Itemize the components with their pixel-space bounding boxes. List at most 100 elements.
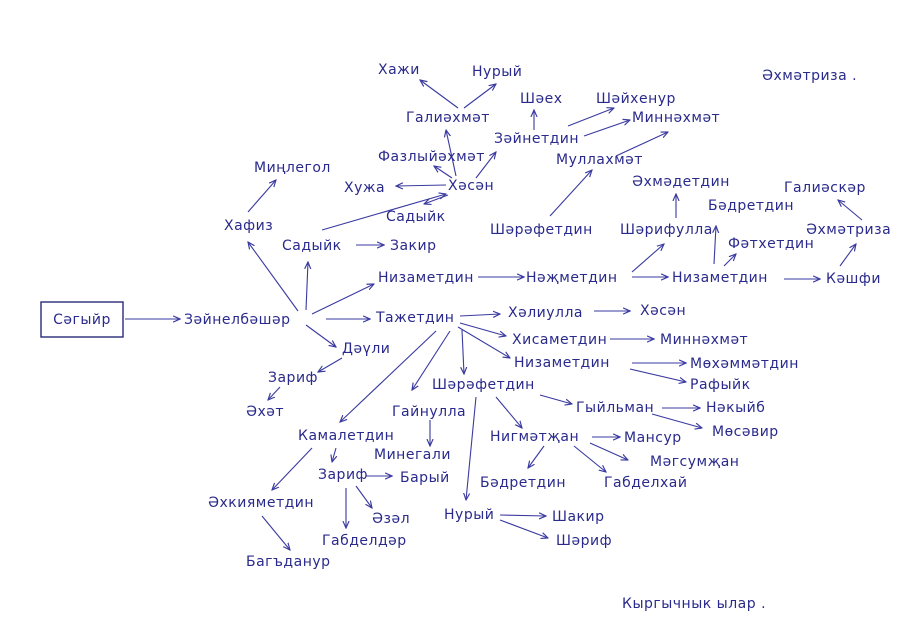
node-mosavir: Мөсәвир bbox=[712, 424, 779, 440]
edge-hasan-fazlyiahmat bbox=[434, 166, 453, 179]
node-hisametdin: Хисаметдин bbox=[512, 332, 607, 348]
node-baryi: Барый bbox=[400, 470, 450, 486]
edge-nigmatzhan-magsumzhan bbox=[589, 442, 628, 460]
edge-ahmatriza1-galiaskar bbox=[838, 200, 863, 221]
edge-zaynelbashar-hafiz bbox=[248, 242, 299, 312]
edge-hasan-zaynetdin bbox=[475, 152, 496, 179]
node-mohammatdin: Мөхәммәтдин bbox=[690, 356, 799, 372]
node-zarif2: Зариф bbox=[318, 467, 368, 483]
node-ahat: Әхәт bbox=[246, 404, 284, 420]
edge-sharafetdin2-nigmatzhan bbox=[495, 396, 522, 428]
edge-zarif2-azal bbox=[355, 485, 372, 508]
node-nizametdin3: Низаметдин bbox=[514, 355, 610, 371]
edge-zaynelbashar-dauli bbox=[305, 324, 336, 347]
edge-nuryi2-sharif bbox=[499, 519, 548, 538]
edge-hafiz-mindegol bbox=[247, 180, 276, 213]
footer-caption: Кыргычнык ылар . bbox=[622, 596, 766, 612]
node-hasan2: Хәсән bbox=[640, 303, 686, 319]
edge-sharafetdin1-mullahmat bbox=[549, 170, 592, 217]
node-rafyik: Рафыйк bbox=[690, 377, 751, 393]
node-bagdanur: Багъданур bbox=[246, 554, 331, 570]
edge-tazhetdin-hisametdin bbox=[459, 322, 506, 336]
node-halilulla: Хәлиулла bbox=[508, 305, 583, 321]
node-gabdeldar: Габделдәр bbox=[322, 533, 407, 549]
node-hafiz: Хафиз bbox=[224, 218, 273, 234]
node-minnahmat2: Миннәхмәт bbox=[660, 332, 748, 348]
edges bbox=[125, 80, 863, 550]
edge-zaynelbashar-nizametdin1 bbox=[311, 284, 374, 315]
edge-nizametdin2-fathetdin bbox=[723, 254, 736, 267]
node-galiaskar: Галиәскәр bbox=[784, 180, 866, 196]
edge-nizametdin3-rafyik bbox=[629, 368, 686, 382]
node-gabdelhay: Габделхай bbox=[604, 475, 687, 491]
edge-sharafetdin2-nuryi2 bbox=[466, 396, 477, 500]
node-kamaletdin: Камалетдин bbox=[298, 428, 394, 444]
node-sharafetdin1: Шәрәфетдин bbox=[490, 222, 593, 238]
edge-sharafetdin2-gyilman bbox=[539, 394, 572, 404]
node-hasan: Хәсән bbox=[448, 178, 494, 194]
node-mullahmat: Муллахмәт bbox=[556, 152, 643, 168]
node-shayh: Шәех bbox=[520, 91, 562, 107]
node-nizametdin2: Низаметдин bbox=[672, 270, 768, 286]
node-sharifulla: Шәрифулла bbox=[620, 222, 713, 238]
edge-tazhetdin-sharafetdin2 bbox=[462, 329, 464, 374]
node-dauli: Дәүли bbox=[342, 341, 390, 357]
node-hazhi: Хажи bbox=[378, 62, 420, 78]
node-mansur: Мансур bbox=[624, 430, 682, 446]
node-zakir: Закир bbox=[390, 238, 437, 254]
node-kashfi: Кәшфи bbox=[826, 271, 881, 287]
node-shakir: Шакир bbox=[552, 509, 605, 525]
node-zaynetdin: Зәйнетдин bbox=[494, 131, 579, 147]
root-box bbox=[40, 301, 124, 338]
edge-galiahmat-nuryi1 bbox=[463, 84, 496, 109]
node-minnahmat1: Миннәхмәт bbox=[632, 110, 720, 126]
node-gyilman: Гыйльман bbox=[576, 400, 654, 416]
node-mindegol: Миңлегол bbox=[254, 160, 331, 176]
node-ahkiyametdin: Әхкияметдин bbox=[208, 495, 314, 511]
node-ahmatriza1: Әхмәтриза bbox=[806, 222, 891, 238]
edge-gyilman-mosavir bbox=[651, 413, 702, 428]
node-badretdin2: Бәдретдин bbox=[480, 475, 566, 491]
node-root: Сәгыйр bbox=[53, 312, 111, 328]
node-minegali: Минегали bbox=[374, 447, 451, 463]
node-khuzha: Хужа bbox=[344, 180, 385, 196]
edge-nigmatzhan-gabdelhay bbox=[573, 445, 606, 472]
edge-tazhetdin-nizametdin3 bbox=[457, 326, 510, 358]
edge-kamaletdin-ahkiyametdin bbox=[272, 447, 313, 490]
node-shayhenur: Шәйхенур bbox=[596, 91, 676, 107]
edge-hasan-khuzha bbox=[396, 185, 447, 186]
node-nuryi2: Нурый bbox=[444, 507, 494, 523]
node-galiahmat: Галиәхмәт bbox=[406, 110, 490, 126]
edge-zaynetdin-shayhenur bbox=[567, 108, 614, 127]
node-zaynelbashar: Зәйнелбәшәр bbox=[184, 312, 290, 328]
node-gaynulla: Гайнулла bbox=[392, 404, 466, 420]
edge-zaynetdin-minnahmat1 bbox=[583, 120, 630, 137]
edge-mullahmat-minnahmat2 bbox=[615, 132, 668, 157]
edge-zarif1-ahat bbox=[268, 386, 281, 400]
node-nuryi1: Нурый bbox=[472, 64, 522, 80]
node-fathetdin: Фәтхетдин bbox=[728, 236, 814, 252]
edge-ahkiyametdin-bagdanur bbox=[261, 515, 290, 550]
edge-tazhetdin-kamaletdin bbox=[340, 330, 437, 422]
edge-dauli-zarif1 bbox=[318, 357, 343, 372]
edge-kamaletdin-zarif2 bbox=[332, 447, 336, 462]
node-ahmadetdin: Әхмәдетдин bbox=[632, 174, 730, 190]
node-sharafetdin2: Шәрәфетдин bbox=[432, 377, 535, 393]
node-nigmatzhan: Нигмәтҗан bbox=[490, 429, 579, 445]
edge-zaynelbashar-sadyik1 bbox=[306, 262, 308, 311]
node-sharif: Шәриф bbox=[556, 533, 612, 549]
edge-nazhmetdin-sharifulla bbox=[631, 244, 664, 273]
edge-nizametdin2-badretdin1 bbox=[714, 226, 716, 265]
edge-kashfi-ahmatriza1 bbox=[839, 244, 856, 267]
edge-hasan-sadyik2 bbox=[424, 194, 449, 204]
node-tazhetdin: Тажетдин bbox=[375, 310, 454, 326]
node-zarif1: Зариф bbox=[268, 370, 318, 386]
node-azal: Әзәл bbox=[372, 511, 410, 527]
edge-tazhetdin-halilulla bbox=[459, 314, 500, 316]
node-magsumzhan: Мәгсумҗан bbox=[650, 454, 739, 470]
edge-nuryi2-shakir bbox=[499, 515, 546, 516]
node-nakyib: Нәкыйб bbox=[706, 400, 765, 416]
edge-nigmatzhan-badretdin2 bbox=[528, 445, 545, 468]
nodes: Сәгыйр Зәйнелбәшәр Хафиз Миңлегол Садыйк… bbox=[53, 62, 891, 570]
